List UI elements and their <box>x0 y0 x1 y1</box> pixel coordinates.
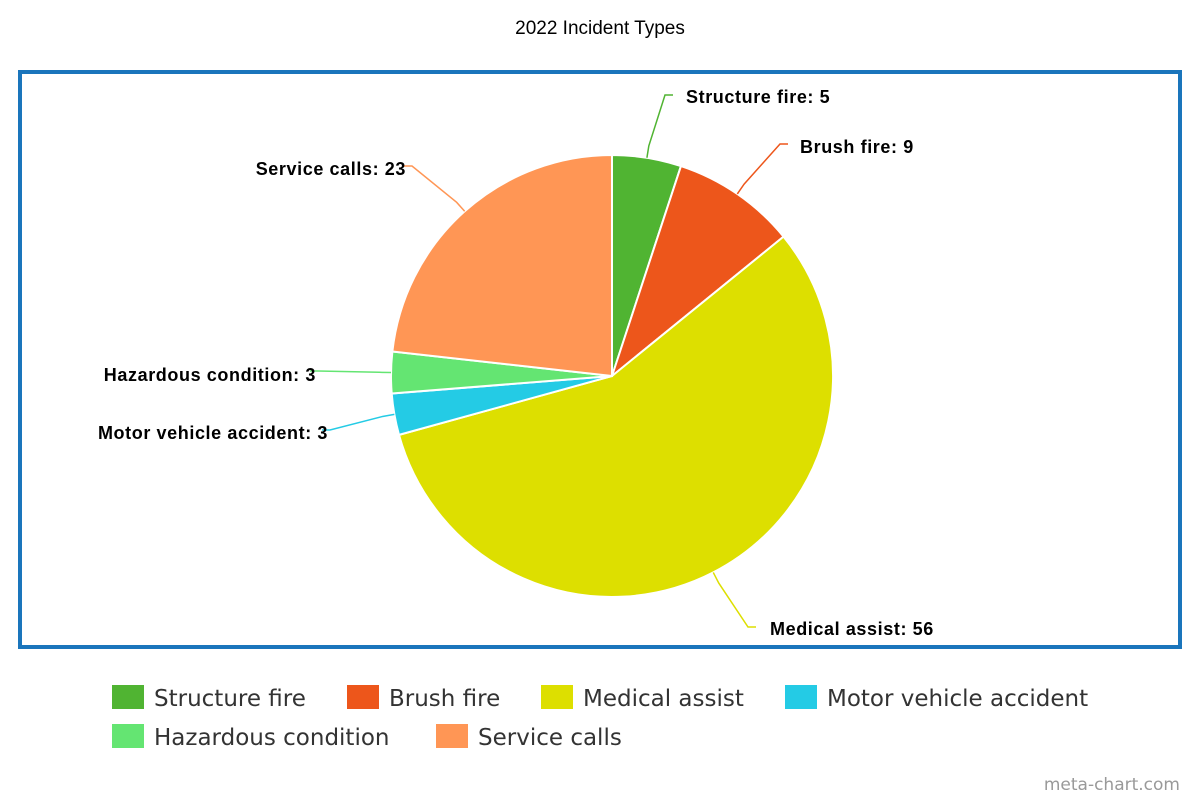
legend-item-service-calls[interactable]: Service calls <box>436 724 622 751</box>
legend-label-service-calls: Service calls <box>478 725 622 751</box>
legend-swatch-structure-fire <box>112 685 144 709</box>
leader-line-hazardous-condition <box>310 370 392 374</box>
pie-slices <box>390 153 834 598</box>
legend-swatch-brush-fire <box>347 685 379 709</box>
leader-line-motor-vehicle-accident <box>322 413 395 431</box>
slice-label-medical-assist: Medical assist: 56 <box>770 619 934 639</box>
legend-item-motor-vehicle-accident[interactable]: Motor vehicle accident <box>785 685 1088 712</box>
legend-item-hazardous-condition[interactable]: Hazardous condition <box>112 724 390 751</box>
legend-label-structure-fire: Structure fire <box>154 686 306 712</box>
pie-slice-service-calls[interactable] <box>391 153 613 378</box>
legend-swatch-motor-vehicle-accident <box>785 685 817 709</box>
slice-label-hazardous-condition: Hazardous condition: 3 <box>104 365 316 385</box>
legend-item-structure-fire[interactable]: Structure fire <box>112 685 306 712</box>
legend-label-hazardous-condition: Hazardous condition <box>154 725 390 751</box>
legend-swatch-service-calls <box>436 724 468 748</box>
slice-label-structure-fire: Structure fire: 5 <box>686 87 830 107</box>
slice-label-service-calls: Service calls: 23 <box>256 159 406 179</box>
legend-swatch-medical-assist <box>541 685 573 709</box>
leader-line-medical-assist <box>712 572 756 628</box>
leader-line-brush-fire <box>736 143 788 195</box>
watermark[interactable]: meta-chart.com <box>1044 775 1180 795</box>
legend-item-brush-fire[interactable]: Brush fire <box>347 685 500 712</box>
leader-line-service-calls <box>404 165 466 212</box>
slice-label-brush-fire: Brush fire: 9 <box>800 137 914 157</box>
legend: Structure fire Brush fire Medical assist Mo… <box>112 685 1088 751</box>
slice-labels: Structure fire: 5 Brush fire: 9 Medical as… <box>98 87 934 639</box>
leader-line-structure-fire <box>646 94 673 158</box>
legend-label-brush-fire: Brush fire <box>389 686 500 712</box>
legend-swatch-hazardous-condition <box>112 724 144 748</box>
legend-label-medical-assist: Medical assist <box>583 686 744 712</box>
label-leader-lines <box>310 94 788 628</box>
chart-title: 2022 Incident Types <box>515 18 685 39</box>
slice-label-motor-vehicle-accident: Motor vehicle accident: 3 <box>98 423 328 443</box>
legend-label-motor-vehicle-accident: Motor vehicle accident <box>827 686 1088 712</box>
legend-item-medical-assist[interactable]: Medical assist <box>541 685 744 712</box>
plot-frame <box>18 70 1182 649</box>
pie-slice-brush-fire[interactable] <box>609 164 785 379</box>
